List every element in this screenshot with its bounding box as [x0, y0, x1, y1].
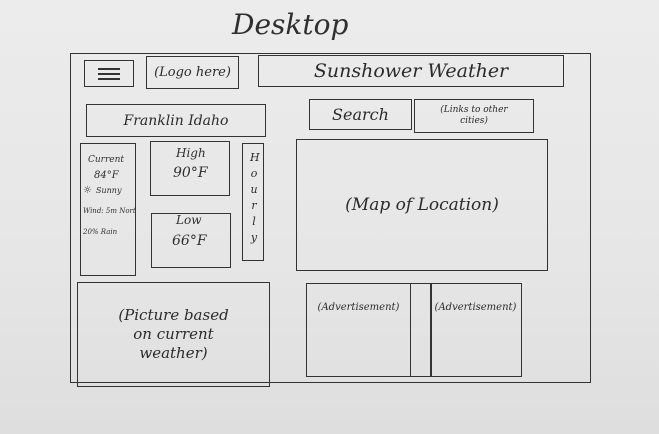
site-title: Sunshower Weather	[313, 60, 509, 82]
sun-icon: ☼	[83, 185, 92, 196]
current-conditions-panel	[80, 143, 136, 276]
weather-picture: (Picture based on current weather)	[77, 282, 270, 387]
current-rain: 20% Rain	[83, 228, 118, 236]
weather-picture-label: (Picture based on current weather)	[118, 306, 229, 362]
high-value: 90°F	[173, 165, 208, 181]
location-box: Franklin Idaho	[86, 104, 266, 137]
city-links[interactable]: (Links to other cities)	[414, 99, 534, 133]
site-title-bar: Sunshower Weather	[258, 55, 564, 87]
page-title: Desktop	[232, 8, 349, 41]
menu-button[interactable]	[84, 60, 134, 87]
logo[interactable]: (Logo here)	[146, 56, 239, 89]
location-name: Franklin Idaho	[123, 112, 229, 129]
desktop-frame	[70, 53, 591, 383]
high-label: High	[176, 146, 206, 160]
advertisement-right-label: (Advertisement)	[434, 302, 517, 313]
low-temp-box	[151, 213, 231, 268]
current-wind: Wind: 5m Nort	[83, 207, 136, 215]
low-value: 66°F	[172, 233, 207, 249]
search-button[interactable]: Search	[309, 99, 412, 130]
current-temp: 84°F	[94, 170, 119, 181]
high-temp-box	[150, 141, 230, 196]
city-links-label: (Links to other cities)	[440, 105, 508, 126]
map-of-location[interactable]: (Map of Location)	[296, 139, 548, 271]
hamburger-menu-icon	[98, 65, 120, 83]
low-label: Low	[176, 213, 202, 227]
advertisement-right[interactable]: (Advertisement)	[430, 283, 522, 377]
current-condition: Sunny	[96, 186, 122, 195]
map-label: (Map of Location)	[345, 195, 499, 215]
search-label: Search	[332, 105, 389, 124]
current-label: Current	[88, 155, 125, 165]
logo-label: (Logo here)	[154, 65, 231, 80]
advertisement-left[interactable]: (Advertisement)	[306, 283, 411, 377]
hourly-label: Hourly	[250, 151, 260, 244]
hourly-tab[interactable]: Hourly	[242, 143, 264, 261]
advertisement-left-label: (Advertisement)	[317, 302, 400, 313]
